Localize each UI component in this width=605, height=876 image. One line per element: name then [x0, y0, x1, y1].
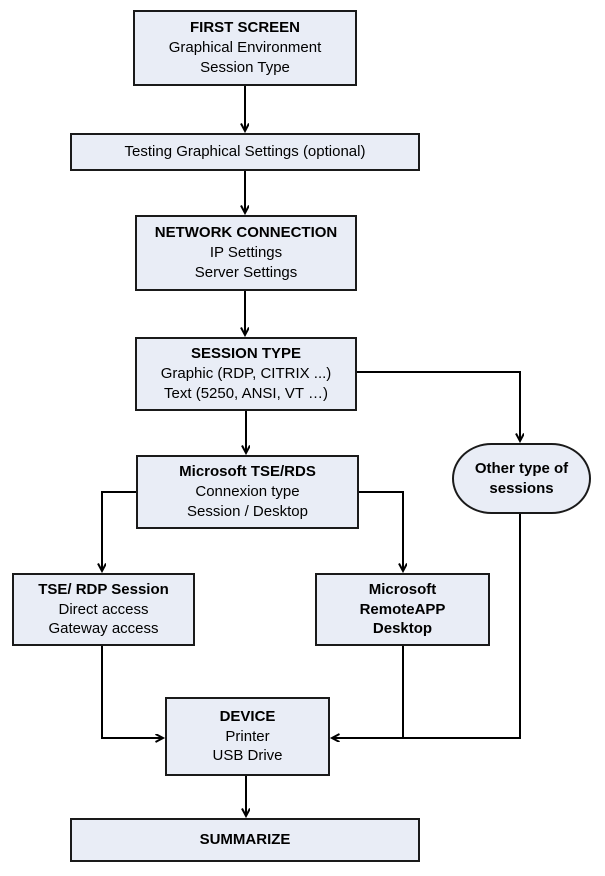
node-network-connection[interactable]: NETWORK CONNECTION IP Settings Server Se…	[135, 215, 357, 291]
node-tse-rdp-session[interactable]: TSE/ RDP Session Direct access Gateway a…	[12, 573, 195, 646]
node-remoteapp-line-1: Microsoft	[368, 580, 437, 598]
node-device-line-1: DEVICE	[219, 707, 276, 725]
edge-tse-rdp-to-device	[101, 646, 163, 738]
node-first-screen-line-2: Graphical Environment	[168, 39, 322, 57]
node-session-type-line-2: Graphic (RDP, CITRIX ...)	[160, 365, 332, 383]
node-tse-rdp-line-1: TSE/ RDP Session	[38, 580, 169, 598]
node-testing-line-1: Testing Graphical Settings (optional)	[124, 143, 366, 161]
node-other-sessions-line-1: Other type of	[474, 459, 569, 477]
node-first-screen[interactable]: FIRST SCREEN Graphical Environment Sessi…	[133, 10, 357, 86]
node-first-screen-line-1: FIRST SCREEN	[189, 19, 300, 37]
node-first-screen-line-3: Session Type	[200, 58, 290, 76]
node-testing-graphical-settings[interactable]: Testing Graphical Settings (optional)	[70, 133, 420, 171]
node-tse-rds-line-3: Session / Desktop	[187, 502, 308, 520]
edge-remoteapp-to-device	[332, 646, 404, 738]
node-session-type-line-3: Text (5250, ANSI, VT …)	[164, 384, 328, 402]
node-summarize-line-1: SUMMARIZE	[199, 831, 291, 849]
node-session-type[interactable]: SESSION TYPE Graphic (RDP, CITRIX ...) T…	[135, 337, 357, 411]
node-device-line-3: USB Drive	[212, 747, 283, 765]
node-network-line-3: Server Settings	[194, 263, 298, 281]
node-network-line-2: IP Settings	[209, 244, 283, 262]
node-device-line-2: Printer	[225, 727, 270, 745]
node-remoteapp-line-2: RemoteAPP	[359, 600, 446, 618]
node-microsoft-remoteapp-desktop[interactable]: Microsoft RemoteAPP Desktop	[315, 573, 490, 646]
node-other-sessions-line-2: sessions	[489, 479, 554, 497]
node-tse-rdp-line-2: Direct access	[58, 600, 149, 618]
node-session-type-line-1: SESSION TYPE	[190, 345, 302, 363]
node-device[interactable]: DEVICE Printer USB Drive	[165, 697, 330, 776]
node-network-line-1: NETWORK CONNECTION	[154, 224, 338, 242]
node-tse-rds-line-1: Microsoft TSE/RDS	[179, 463, 316, 481]
edge-tse-rds-to-tse-rdp	[102, 491, 136, 571]
node-microsoft-tse-rds[interactable]: Microsoft TSE/RDS Connexion type Session…	[136, 455, 359, 529]
edge-other-sessions-to-device	[403, 514, 521, 739]
node-tse-rds-line-2: Connexion type	[195, 483, 300, 501]
node-other-type-of-sessions[interactable]: Other type of sessions	[452, 443, 591, 514]
edge-session-type-to-other-sessions	[357, 371, 520, 441]
node-remoteapp-line-3: Desktop	[372, 620, 433, 638]
node-tse-rdp-line-3: Gateway access	[48, 620, 159, 638]
node-summarize[interactable]: SUMMARIZE	[70, 818, 420, 862]
edge-tse-rds-to-remoteapp	[359, 491, 403, 571]
